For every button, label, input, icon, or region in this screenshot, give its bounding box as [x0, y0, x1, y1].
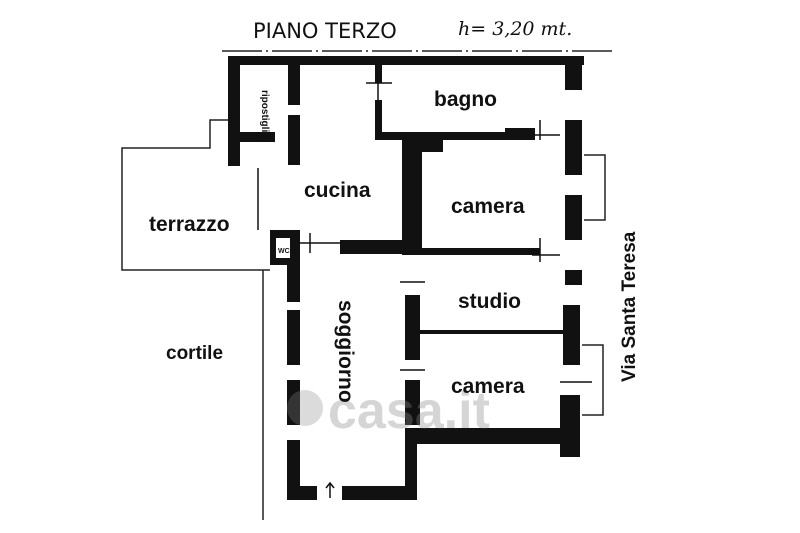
street-name: Via Santa Teresa [619, 231, 640, 382]
room-ripostiglio: ripostiglio [259, 90, 270, 138]
room-cucina: cucina [304, 179, 371, 202]
room-terrazzo: terrazzo [149, 213, 230, 236]
room-studio: studio [458, 290, 521, 313]
watermark-logo-icon [287, 390, 323, 426]
outlines [121, 119, 606, 520]
floor-title: PIANO TERZO [253, 19, 397, 43]
room-camera-1: camera [451, 195, 525, 218]
room-bagno: bagno [434, 88, 497, 111]
room-soggiorno: soggiorno [334, 300, 357, 403]
room-wc: WC. [278, 248, 292, 255]
door-marks [257, 75, 592, 498]
height-note: h= 3,20 mt. [458, 18, 572, 40]
walls [228, 56, 584, 500]
area-cortile: cortile [166, 343, 223, 364]
room-camera-2: camera [451, 375, 525, 398]
watermark: casa.it [328, 382, 490, 440]
